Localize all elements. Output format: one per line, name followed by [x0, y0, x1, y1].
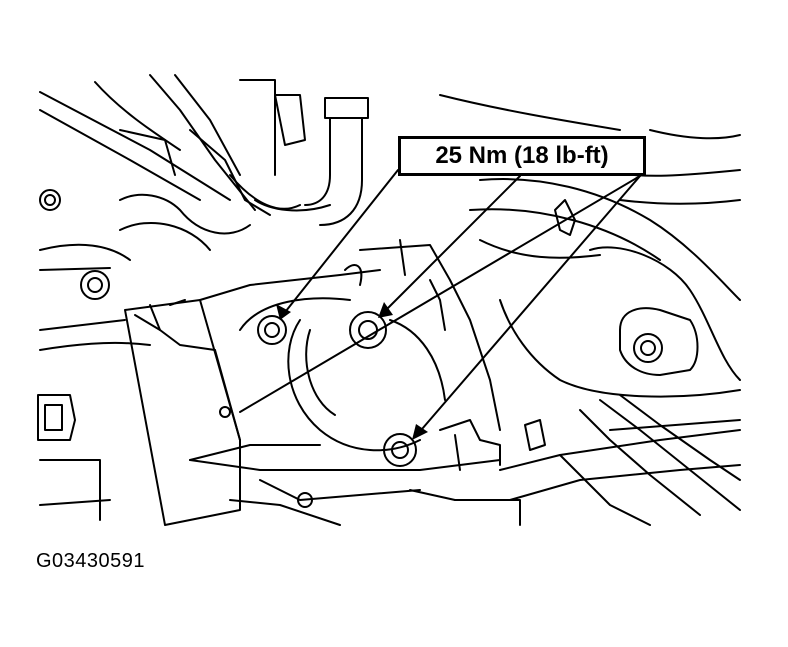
- arrowhead-center-bolt: [378, 302, 393, 318]
- upper-right-hose: [439, 94, 741, 301]
- upper-left-hoses: [39, 74, 301, 271]
- arrowhead-left-bolt: [276, 304, 291, 320]
- callout-arrowheads: [276, 302, 428, 440]
- left-fasteners: [37, 189, 151, 521]
- torque-spec-callout: 25 Nm (18 lb-ft): [398, 136, 646, 176]
- coolant-pipe: [239, 79, 369, 226]
- lower-right-frame: [39, 394, 741, 526]
- right-mount: [499, 246, 741, 398]
- mount-bolts: [257, 264, 417, 508]
- callout-leader-lines: [239, 169, 641, 437]
- mount-bracket: [124, 269, 381, 526]
- figure-id-label: G03430591: [36, 550, 146, 572]
- arrowhead-lower-bolt: [412, 424, 428, 440]
- mount-housing: [189, 239, 501, 501]
